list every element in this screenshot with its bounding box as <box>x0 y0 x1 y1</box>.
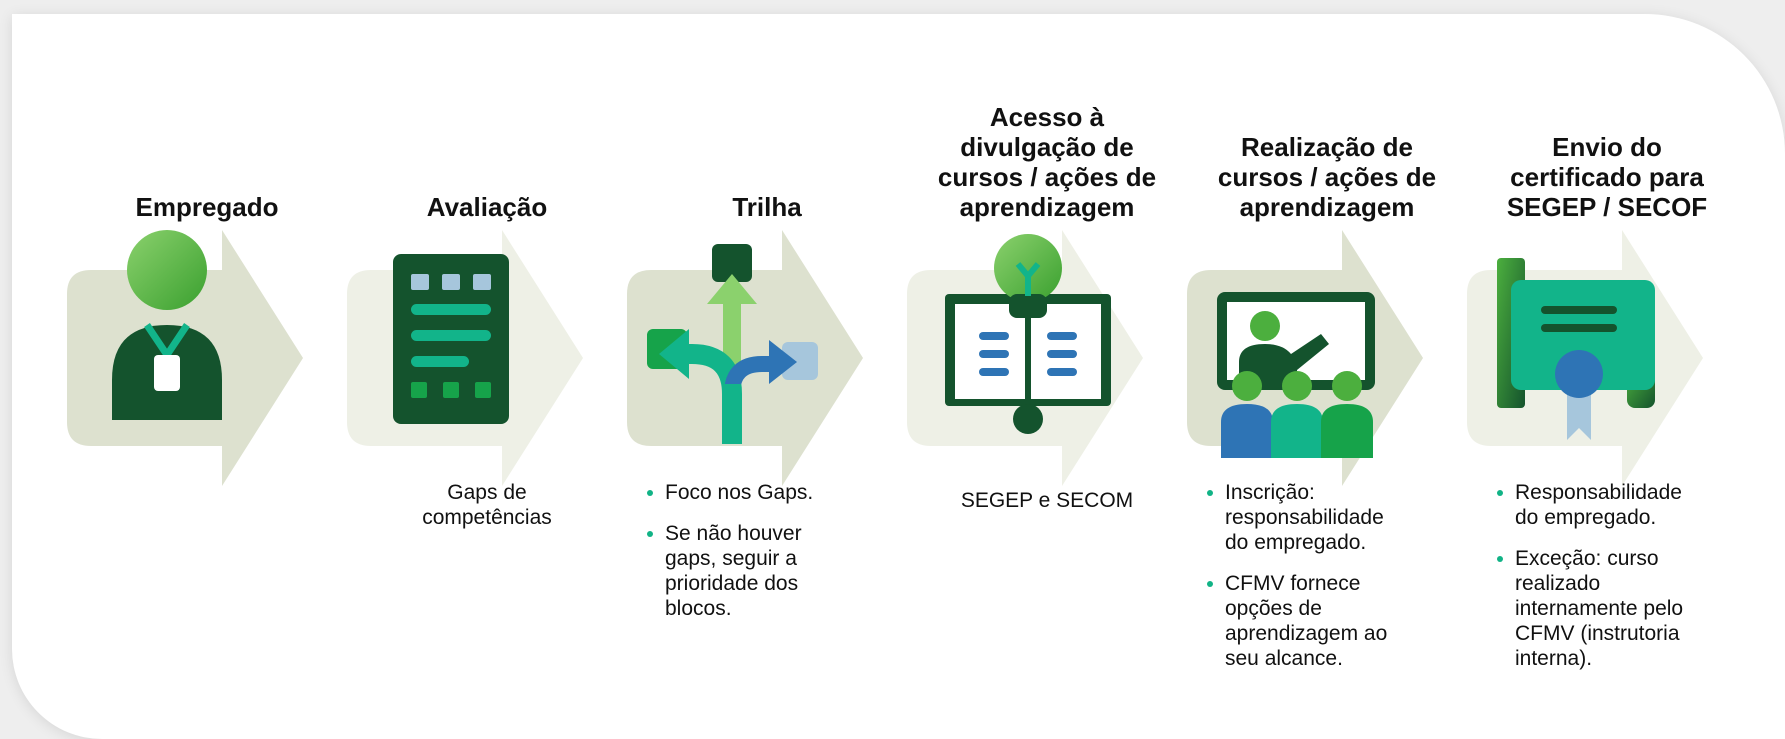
bullet-item: Foco nos Gaps. <box>647 480 847 505</box>
step-title: Trilha <box>732 192 802 222</box>
bullet-item: Se não houver gaps, seguir a prioridade … <box>647 521 847 621</box>
lightbulb-book-icon <box>945 234 1115 439</box>
step-bullets: Responsabilidade do empregado. Exceção: … <box>1497 480 1707 687</box>
step-arrow <box>627 230 907 486</box>
step-bullets: Inscrição: responsabilidade do empregado… <box>1207 480 1407 687</box>
step-acesso-divulgacao: Acesso à divulgação de cursos / ações de… <box>907 14 1187 739</box>
step-title: Envio do certificado para SEGEP / SECOF <box>1506 132 1708 222</box>
step-title: Realização de cursos / ações de aprendiz… <box>1217 132 1437 222</box>
certificate-icon <box>1497 258 1667 453</box>
assessment-tablet-icon <box>393 254 509 429</box>
bullet-item: CFMV fornece opções de aprendizagem ao s… <box>1207 571 1407 671</box>
step-bullets: Foco nos Gaps. Se não houver gaps, segui… <box>647 480 847 637</box>
process-flow-card: Empregado Avaliação <box>12 14 1785 739</box>
step-title: Empregado <box>135 192 279 222</box>
step-empregado: Empregado <box>67 14 347 739</box>
bullet-item: Exceção: curso realizado internamente pe… <box>1497 546 1707 671</box>
step-title: Avaliação <box>426 192 548 222</box>
employee-badge-icon <box>107 230 227 425</box>
step-trilha: Trilha Foco nos Gaps. Se <box>627 14 907 739</box>
step-description: Gaps de competências <box>422 481 552 529</box>
classroom-icon <box>1217 292 1377 463</box>
branching-path-icon <box>647 244 827 449</box>
step-title: Acesso à divulgação de cursos / ações de… <box>937 102 1157 222</box>
bullet-item: Responsabilidade do empregado. <box>1497 480 1707 530</box>
step-realizacao-cursos: Realização de cursos / ações de aprendiz… <box>1187 14 1467 739</box>
step-envio-certificado: Envio do certificado para SEGEP / SECOF … <box>1467 14 1747 739</box>
step-avaliacao: Avaliação Gaps de competências <box>347 14 627 739</box>
bullet-item: Inscrição: responsabilidade do empregado… <box>1207 480 1407 555</box>
step-description: SEGEP e SECOM <box>960 489 1134 512</box>
